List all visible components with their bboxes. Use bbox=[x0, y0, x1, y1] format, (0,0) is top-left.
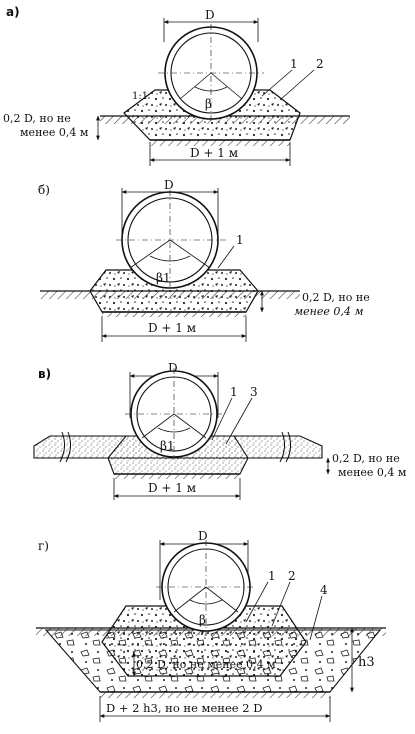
depth-note-line1: 0,2 D, но не bbox=[332, 452, 400, 465]
angle-label: β1 bbox=[156, 271, 171, 285]
depth-note-line1: 0,2 D, но не bbox=[3, 112, 71, 125]
callout-1: 1 bbox=[236, 233, 244, 247]
depth-note-line2: менее 0,4 м bbox=[20, 126, 89, 139]
base-width-label: D + 2 h3, но не менее 2 D bbox=[106, 701, 262, 715]
panel-b-label: б) bbox=[38, 183, 50, 197]
callout-1: 1 bbox=[230, 385, 238, 399]
panel-c-label: в) bbox=[38, 367, 51, 381]
panel-a: а) D β 1:1 1 2 0,2 D, но не менее 0,4 м bbox=[3, 5, 350, 166]
panel-b: б) D β1 1 0,2 D, но не менее 0,4 м D + 1… bbox=[38, 178, 370, 342]
base-width-label: D + 1 м bbox=[190, 146, 238, 160]
callout-2: 2 bbox=[288, 569, 296, 583]
diameter-label: D bbox=[168, 361, 178, 375]
callout-1: 1 bbox=[290, 57, 298, 71]
diameter-label: D bbox=[164, 178, 174, 192]
callout-2: 2 bbox=[316, 57, 324, 71]
depth-note-line2: менее 0,4 м bbox=[294, 305, 364, 318]
callout-1: 1 bbox=[268, 569, 276, 583]
diameter-label: D bbox=[198, 529, 208, 543]
angle-label: β1 bbox=[160, 439, 175, 453]
angle-ray-left bbox=[179, 72, 212, 100]
gravel-bedding bbox=[101, 605, 307, 677]
trench-bottom-hatch bbox=[150, 140, 290, 146]
callout-4: 4 bbox=[320, 583, 328, 597]
base-width-label: D + 1 м bbox=[148, 321, 196, 335]
depth-note-line2: менее 0,4 м bbox=[338, 466, 407, 479]
angle-ray-right bbox=[210, 72, 243, 100]
depth-note-line1: 0,2 D, но не bbox=[302, 291, 370, 304]
angle-label: β bbox=[199, 613, 206, 627]
height-label: h3 bbox=[358, 655, 375, 670]
panel-a-label: а) bbox=[6, 5, 20, 19]
panel-d-label: г) bbox=[38, 539, 49, 553]
panel-c: в) D β1 1 3 0,2 D, но не менее 0,4 м D + bbox=[33, 361, 407, 500]
diameter-label: D bbox=[205, 8, 215, 22]
inner-depth-note: 0,2 D, но не менее 0,4 м bbox=[136, 658, 276, 671]
base-width-label: D + 1 м bbox=[148, 481, 196, 495]
angle-arc bbox=[194, 86, 228, 92]
callout-3: 3 bbox=[250, 385, 258, 399]
panel-d: г) D β 1 2 4 0,2 D, но не менее 0,4 м h3 bbox=[36, 529, 386, 722]
angle-label: β bbox=[205, 97, 212, 111]
slope-label: 1:1 bbox=[132, 91, 148, 102]
